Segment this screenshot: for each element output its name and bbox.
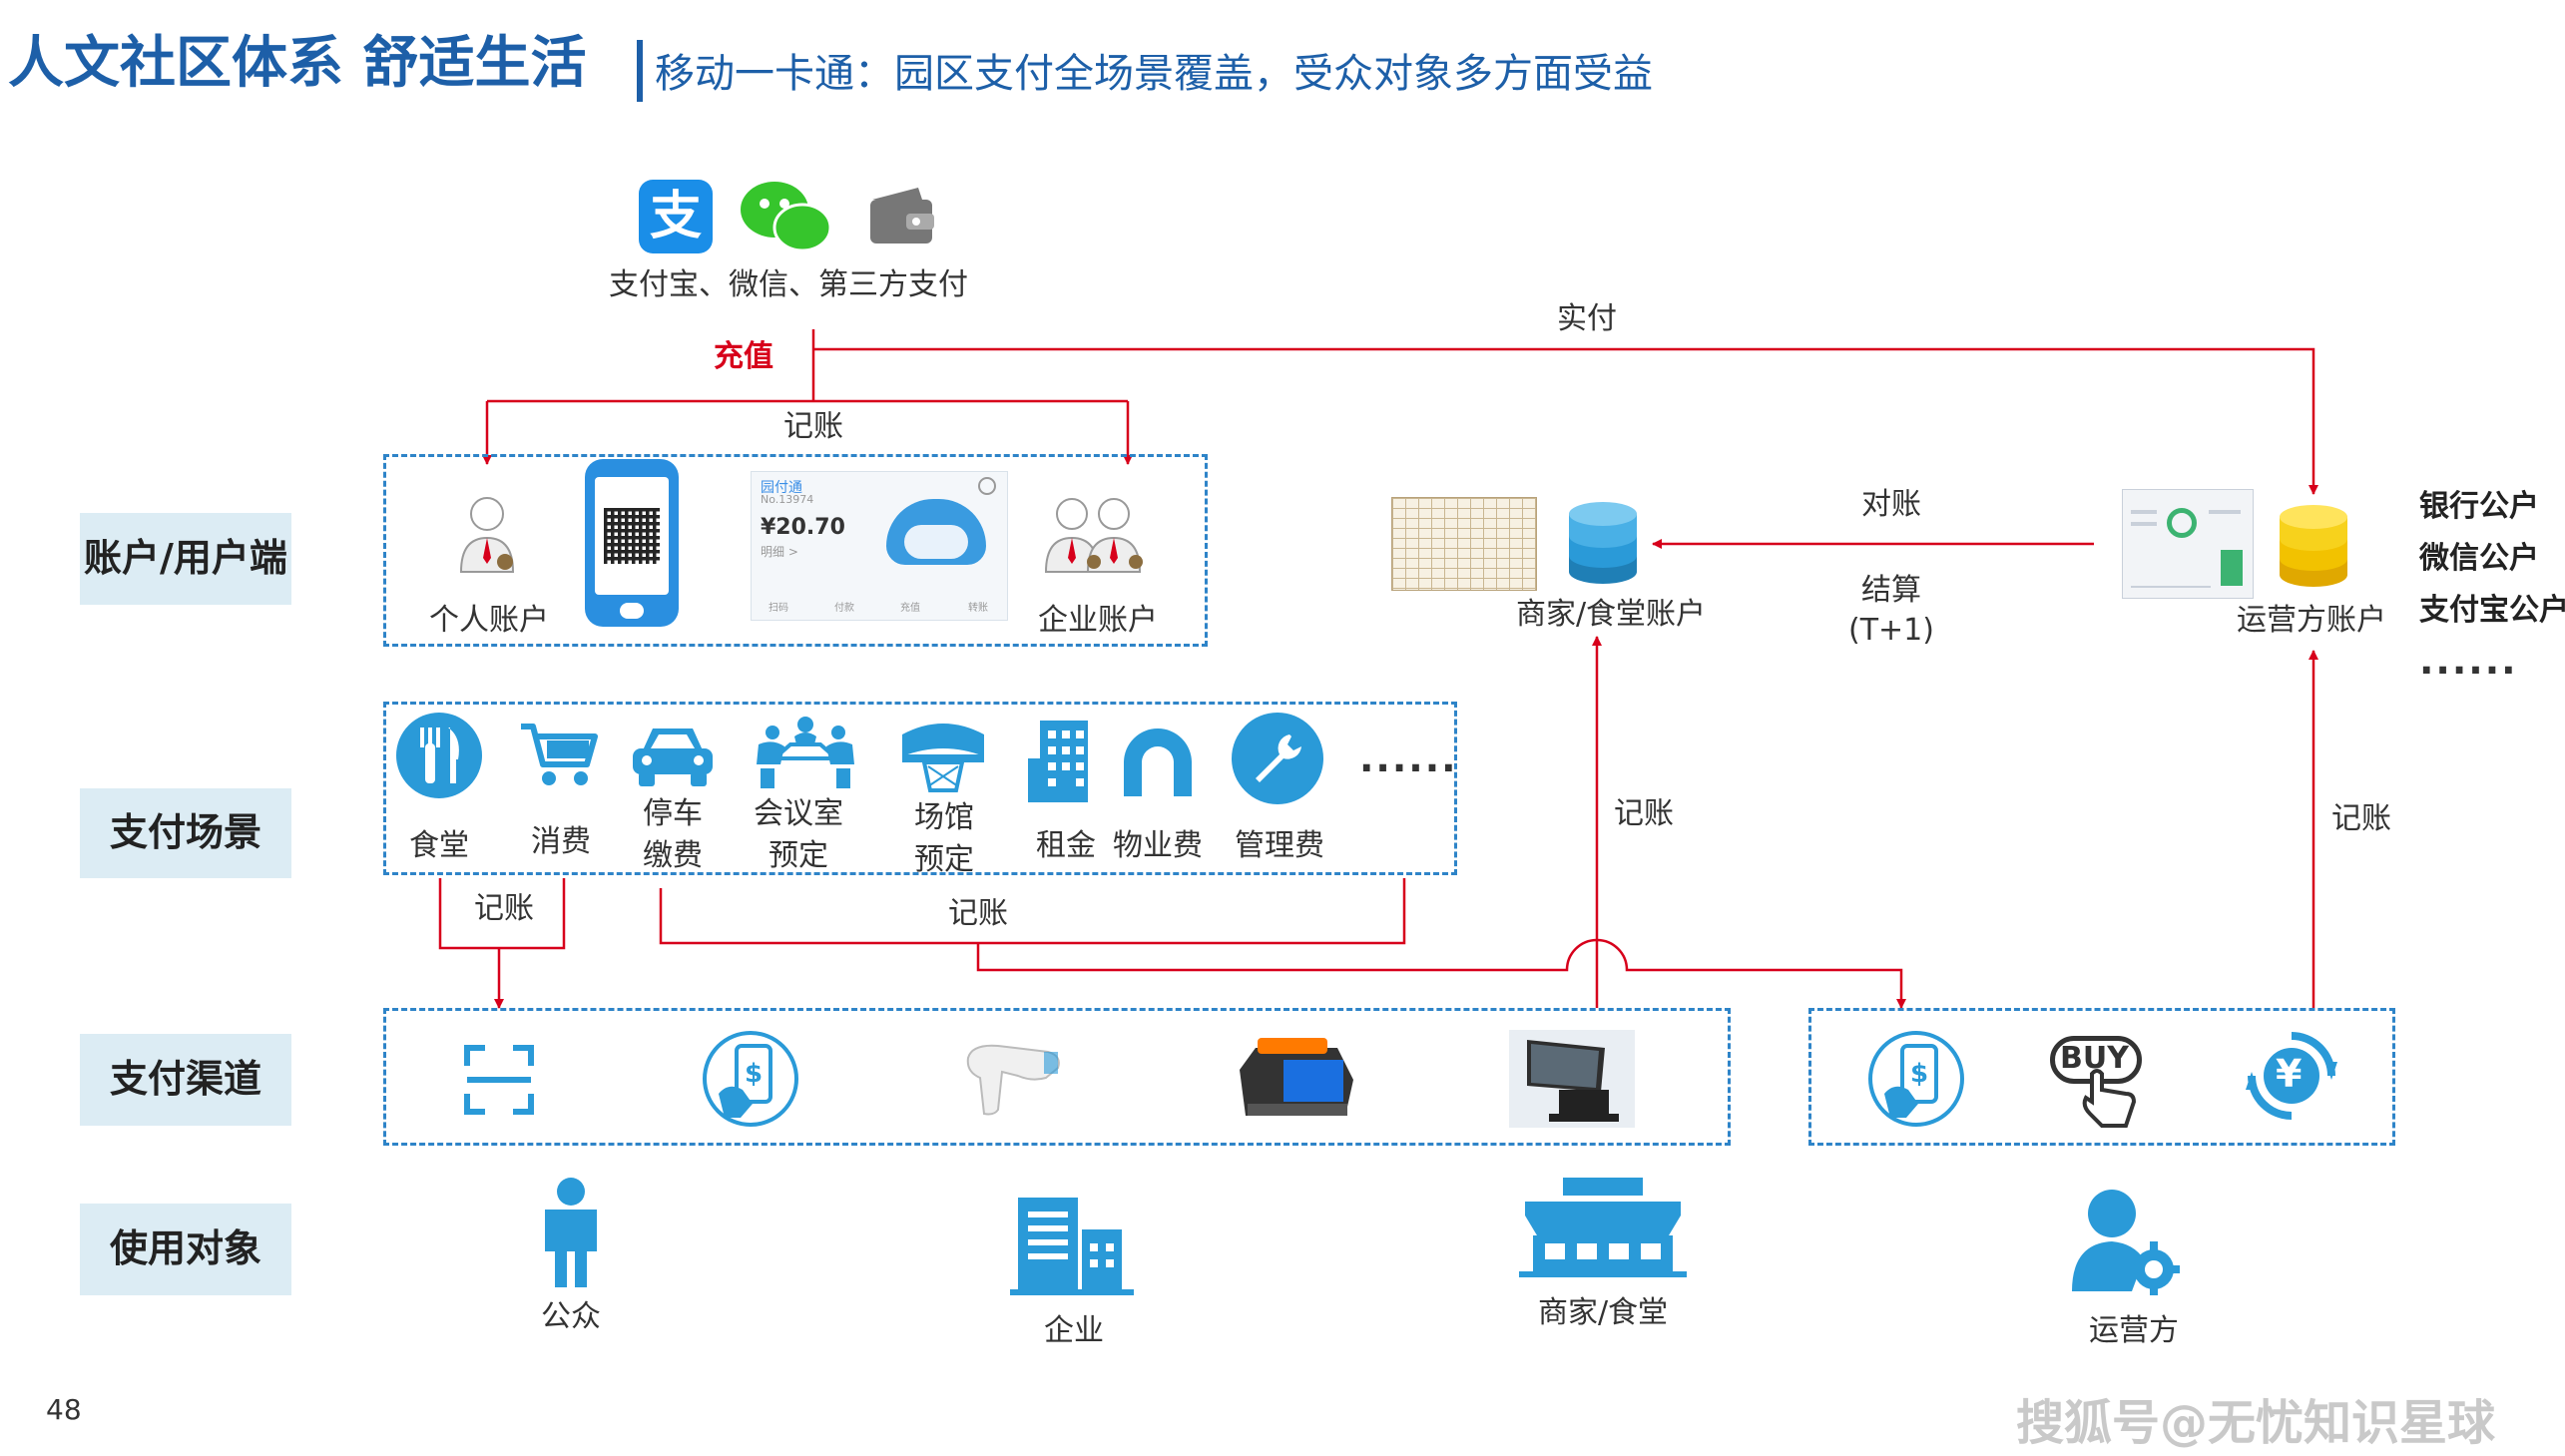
category-scene: 支付场景: [80, 788, 291, 878]
settle-label: 结算: [1861, 573, 1921, 608]
app-number: No.13974: [761, 493, 814, 506]
operator-account-label: 运营方账户: [2237, 603, 2386, 638]
meeting-icon: [751, 715, 860, 790]
record-operator-label: 记账: [2331, 801, 2391, 836]
enterprise-account-label: 企业账户: [1038, 603, 1158, 638]
channel-panel-right: [1808, 1008, 2395, 1146]
stadium-icon: [898, 721, 988, 792]
dining-icon: [396, 713, 482, 798]
title-divider: [637, 40, 643, 102]
enterprise-account-icon: [1038, 494, 1150, 574]
page-subtitle: 移动一卡通：园区支付全场景覆盖，受众对象多方面受益: [655, 51, 1653, 97]
category-users: 使用对象: [80, 1204, 291, 1295]
ledger-table-icon: [1391, 497, 1537, 591]
merchant-account-label: 商家/食堂账户: [1515, 597, 1707, 632]
sources-label: 支付宝、微信、第三方支付: [609, 267, 968, 302]
scene-parking-label: 停车: [643, 796, 703, 831]
wechat-account-label: 微信公户: [2419, 541, 2539, 576]
building-icon: [1026, 719, 1090, 804]
cart-icon: [519, 721, 599, 788]
alipay-account-label: 支付宝公户: [2419, 593, 2565, 628]
more-accounts-label: ......: [2419, 639, 2518, 683]
user-operator-label: 运营方: [2089, 1313, 2179, 1348]
category-account: 账户/用户端: [80, 513, 291, 605]
mascot-belly: [904, 525, 968, 559]
app-tab-recharge: 充值: [900, 603, 920, 614]
user-enterprise-label: 企业: [1044, 1313, 1104, 1348]
reconcile-label: 对账: [1861, 487, 1921, 522]
wrench-icon: [1232, 713, 1323, 804]
scan-icon: [463, 1044, 535, 1116]
wallet-icon: [866, 184, 938, 247]
record-left-bracket: [438, 878, 566, 950]
actual-pay-label: 实付: [1557, 301, 1617, 336]
merchant-database-icon: [1567, 494, 1639, 586]
scene-rent-label: 租金: [1036, 828, 1096, 863]
svg-text:$: $: [745, 1059, 763, 1089]
qr-code-icon: [595, 477, 669, 595]
app-tab-scan: 扫码: [769, 603, 788, 614]
watermark: 搜狐号@无忧知识星球: [2016, 1395, 2496, 1451]
scene-management-label: 管理费: [1235, 828, 1324, 863]
settle-cycle-label: (T+1): [1848, 613, 1934, 648]
channel-panel-left: [383, 1008, 1731, 1146]
barcode-scanner-icon: [958, 1038, 1068, 1118]
record-merchant-label: 记账: [1614, 796, 1674, 831]
record-mid-label: 记账: [948, 896, 1008, 931]
wechat-icon: [739, 178, 832, 255]
more-scenes-label: ......: [1359, 736, 1458, 780]
person-icon: [531, 1178, 611, 1289]
car-icon: [629, 723, 717, 788]
alipay-icon: 支: [639, 180, 713, 253]
user-merchant-label: 商家/食堂: [1537, 1295, 1669, 1330]
recharge-label: 充值: [714, 339, 773, 374]
account-panel: [383, 454, 1208, 647]
record-top-label: 记账: [783, 409, 843, 444]
app-title: 园付通: [761, 480, 802, 496]
yuan-symbol: ¥: [2276, 1052, 2303, 1096]
category-channel: 支付渠道: [80, 1034, 291, 1126]
scene-canteen-label: 食堂: [409, 828, 469, 863]
operator-dashboard-icon: [2122, 489, 2254, 599]
app-balance: ¥20.70: [761, 515, 845, 540]
actual-pay-line: [813, 347, 2318, 495]
operator-coin-stack-icon: [2278, 497, 2349, 589]
scene-parking-label-2: 缴费: [643, 838, 703, 873]
user-public-label: 公众: [541, 1299, 601, 1334]
record-mid-line: [976, 938, 1906, 1009]
app-tab-pay: 付款: [834, 603, 854, 614]
page-title: 人文社区体系 舒适生活: [8, 31, 587, 96]
mobile-pay-icon: $: [701, 1030, 800, 1128]
bank-account-label: 银行公户: [2419, 489, 2539, 524]
scene-stadium-label: 场馆: [914, 800, 974, 835]
pos-terminal-icon: [1226, 1030, 1363, 1124]
scene-meeting-label-2: 预定: [769, 838, 828, 873]
app-settings-icon: [978, 477, 996, 495]
scene-stadium-label-2: 预定: [914, 842, 974, 877]
scene-consume-label: 消费: [531, 824, 591, 859]
personal-account-icon: [453, 494, 521, 574]
app-tab-transfer: 转账: [968, 603, 988, 614]
phone-home-button: [620, 603, 644, 619]
app-detail-link: 明细 >: [761, 545, 798, 559]
operator-gear-icon: [2072, 1188, 2180, 1295]
yuan-exchange-icon: ¥: [2246, 1030, 2337, 1122]
scene-property-label: 物业费: [1113, 828, 1203, 863]
scene-meeting-label: 会议室: [754, 796, 843, 831]
record-left-label: 记账: [474, 891, 534, 926]
record-mid-bracket: [659, 878, 1406, 945]
magnet-icon: [1118, 725, 1198, 798]
buy-icon: BUY: [2046, 1032, 2154, 1128]
mobile-pay-icon-2: $: [1866, 1030, 1966, 1128]
page-number: 48: [46, 1393, 82, 1426]
scene-panel: [383, 702, 1457, 875]
shop-icon: [1519, 1178, 1687, 1277]
office-building-icon: [1010, 1194, 1134, 1297]
svg-text:$: $: [1910, 1059, 1928, 1089]
cash-register-icon: [1509, 1030, 1635, 1128]
personal-account-label: 个人账户: [429, 603, 549, 638]
